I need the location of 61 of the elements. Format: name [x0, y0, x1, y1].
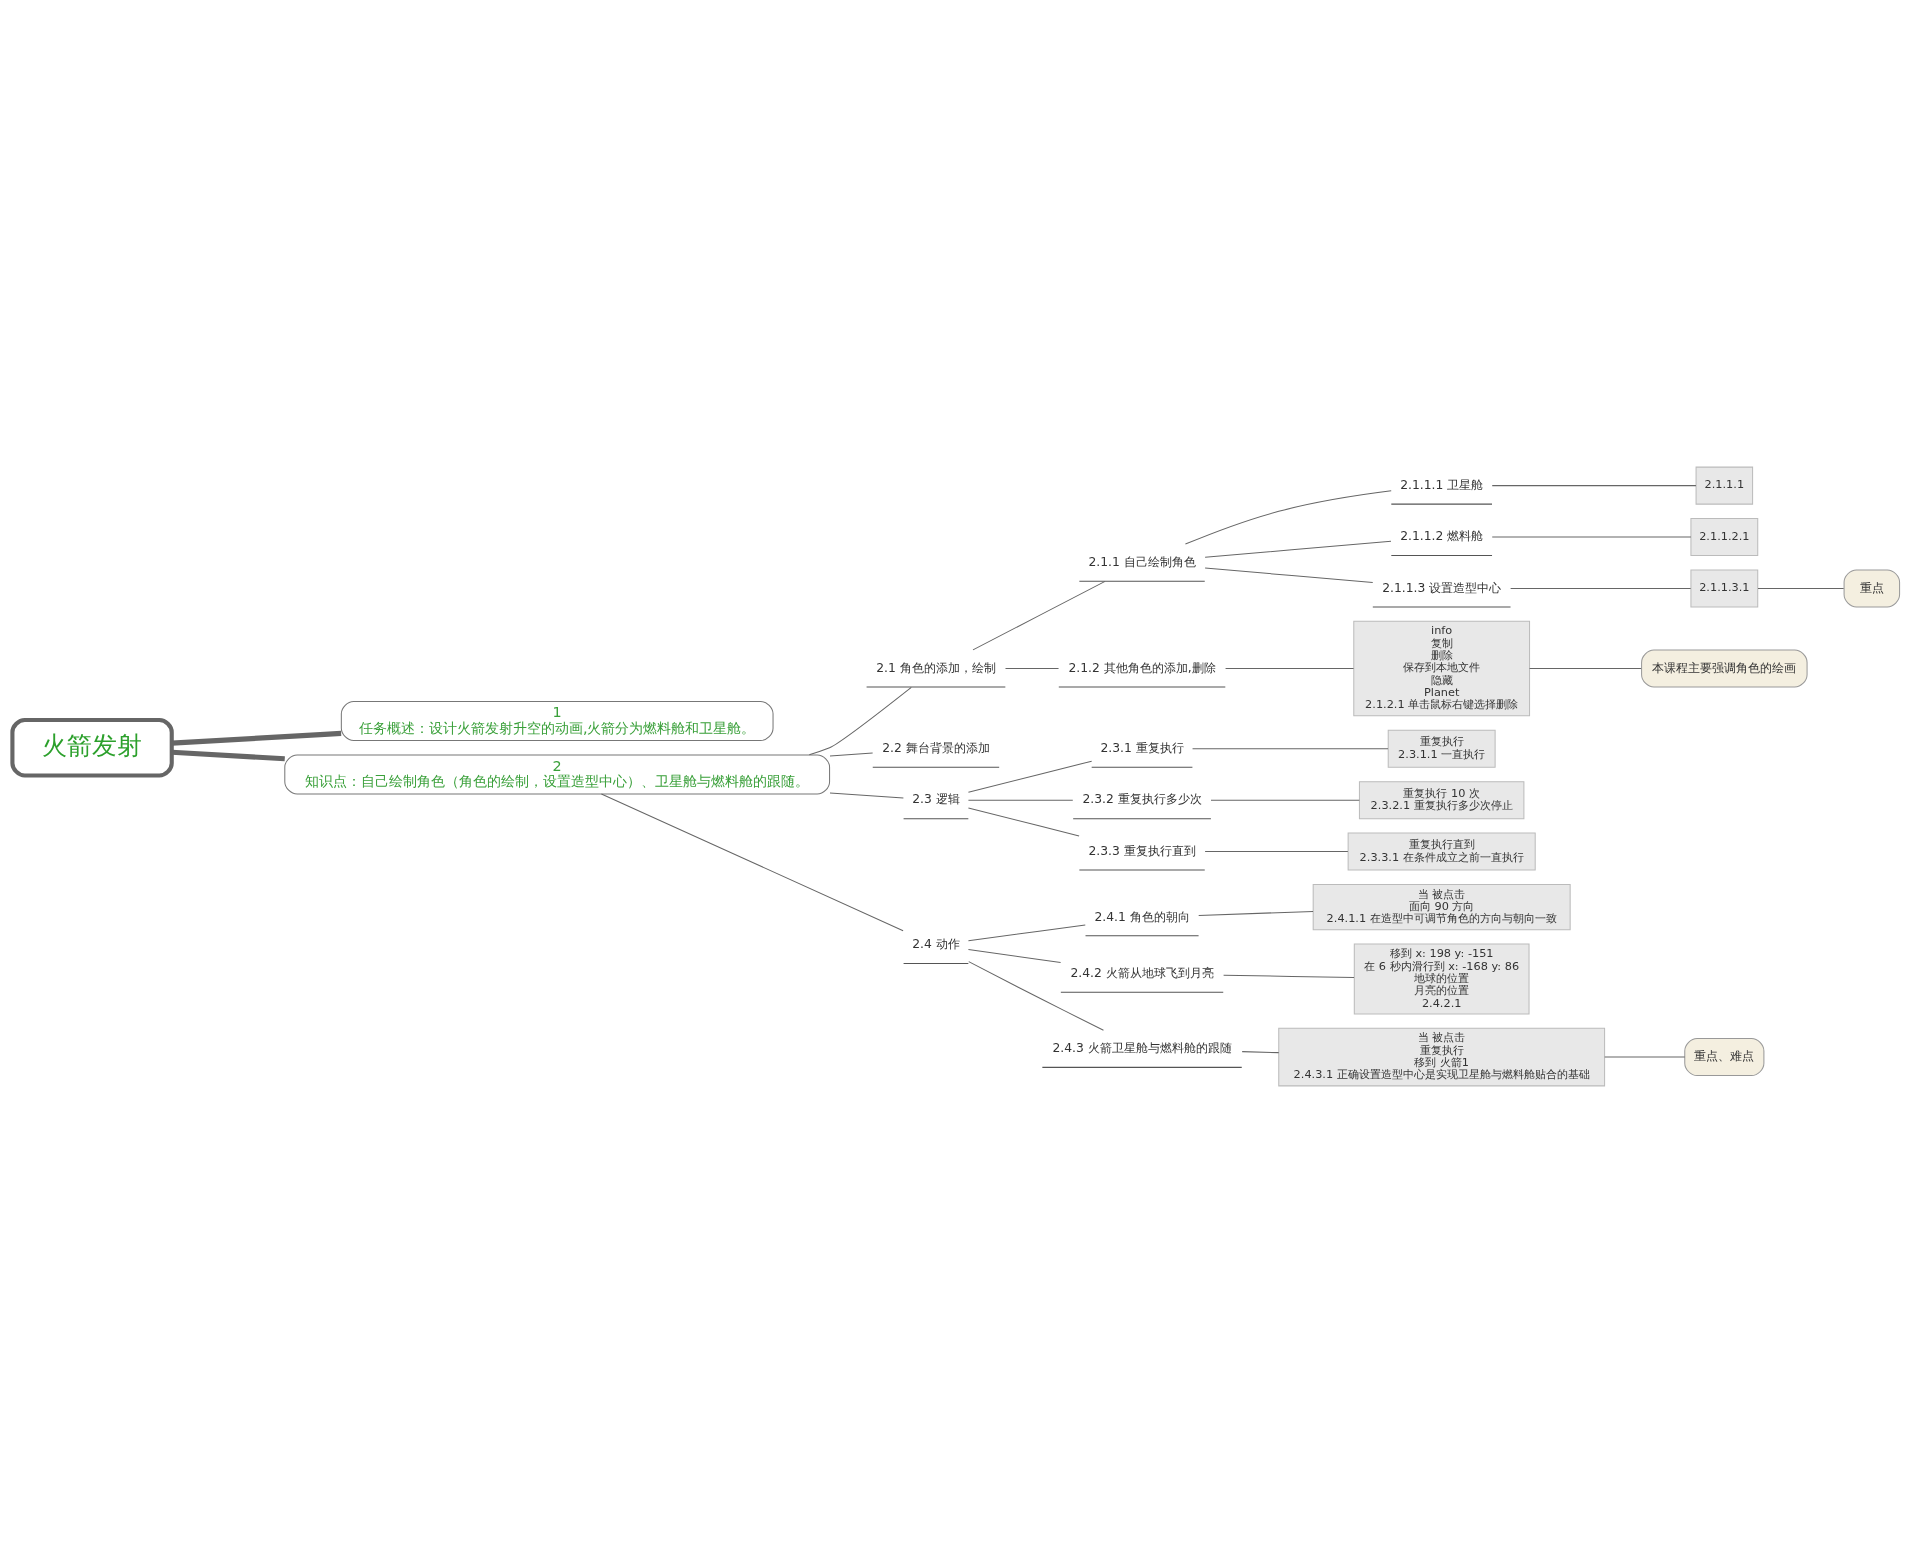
node-text: 2.1.1 自己绘制角色	[1088, 554, 1196, 569]
node-box: 2.1.1.3.1	[1690, 569, 1759, 608]
node-box: info 复制 删除 保存到本地文件 隐藏 Planet 2.1.2.1 单击鼠标右键选择删除	[1353, 620, 1531, 717]
connector	[967, 807, 1080, 837]
node-box: 当 被点击 面向 90 方向 2.4.1.1 在造型中可调节角色的方向与朝向一致	[1312, 883, 1571, 931]
connector	[967, 760, 1093, 793]
connector	[972, 580, 1106, 651]
node-box: 重复执行直到 2.3.3.1 在条件成立之前一直执行	[1347, 832, 1536, 871]
node-text: 2.1.2 其他角色的添加,删除	[1068, 660, 1216, 675]
node-box: 1 任务概述：设计火箭发射升空的动画,火箭分为燃料舱和卫星舱。	[340, 700, 774, 742]
node-box: 移到 x: 198 y: -151 在 6 秒内滑行到 x: -168 y: 86 地球的位置 月亮的位置 2.4.2.1	[1353, 943, 1530, 1015]
connector	[967, 949, 1062, 964]
node-text: 2.3.1 重复执行	[1100, 740, 1184, 755]
node-text: 2.3 逻辑	[912, 792, 960, 807]
node-text: 2.1.1.3 设置造型中心	[1382, 580, 1502, 595]
connector	[600, 793, 904, 932]
node-text: 2.4 动作	[912, 937, 960, 952]
node-text: 2.3.2 重复执行多少次	[1082, 792, 1202, 807]
node-box: 重点、难点	[1684, 1038, 1765, 1077]
connector	[1491, 536, 1692, 538]
node-box: 2.1.1.2.1	[1690, 518, 1759, 557]
connector	[968, 961, 1104, 1031]
connector	[1510, 587, 1692, 589]
connector	[1192, 748, 1389, 750]
connector	[171, 730, 342, 746]
connector	[1204, 540, 1392, 558]
node-text: 2.3.3 重复执行直到	[1088, 843, 1196, 858]
connector	[1210, 799, 1360, 801]
connector	[829, 792, 904, 799]
connector	[808, 686, 912, 756]
connector	[171, 749, 285, 762]
connector	[1204, 851, 1349, 853]
connector	[1604, 1056, 1686, 1058]
node-box: 2.1.1.1	[1695, 466, 1754, 505]
node-box: 当 被点击 重复执行 移到 火箭1 2.4.3.1 正确设置造型中心是实现卫星舱与燃料舱贴合的基础	[1278, 1027, 1606, 1087]
connector	[1757, 587, 1845, 589]
connector	[1529, 668, 1642, 670]
connector	[1241, 1051, 1280, 1054]
connector	[1491, 485, 1697, 487]
node-text: 2.4.1 角色的朝向	[1094, 909, 1190, 924]
node-text: 2.1.1.1 卫星舱	[1400, 477, 1484, 492]
connector	[1004, 668, 1060, 670]
connector	[1184, 490, 1392, 545]
node-box: 火箭发射	[10, 717, 174, 778]
node-box: 重点	[1843, 569, 1901, 608]
node-text: 2.4.3 火箭卫星舱与燃料舱的跟随	[1052, 1041, 1232, 1056]
node-text: 2.4.2 火箭从地球飞到月亮	[1070, 966, 1214, 981]
connector	[1204, 567, 1374, 584]
connector	[829, 752, 874, 757]
connector	[967, 799, 1074, 801]
node-box: 本课程主要强调角色的绘画	[1641, 649, 1808, 688]
connector	[967, 924, 1086, 942]
node-box: 重复执行 2.3.1.1 一直执行	[1387, 729, 1496, 768]
node-box: 2 知识点：自己绘制角色（角色的绘制，设置造型中心）、卫星舱与燃料舱的跟随。	[284, 754, 831, 795]
node-text: 2.1.1.2 燃料舱	[1400, 529, 1484, 544]
connector	[1198, 910, 1314, 916]
node-text: 2.1 角色的添加，绘制	[876, 660, 996, 675]
node-box: 重复执行 10 次 2.3.2.1 重复执行多少次停止	[1358, 781, 1525, 820]
connector	[1223, 974, 1355, 978]
connector	[1225, 668, 1355, 670]
node-text: 2.2 舞台背景的添加	[882, 740, 990, 755]
